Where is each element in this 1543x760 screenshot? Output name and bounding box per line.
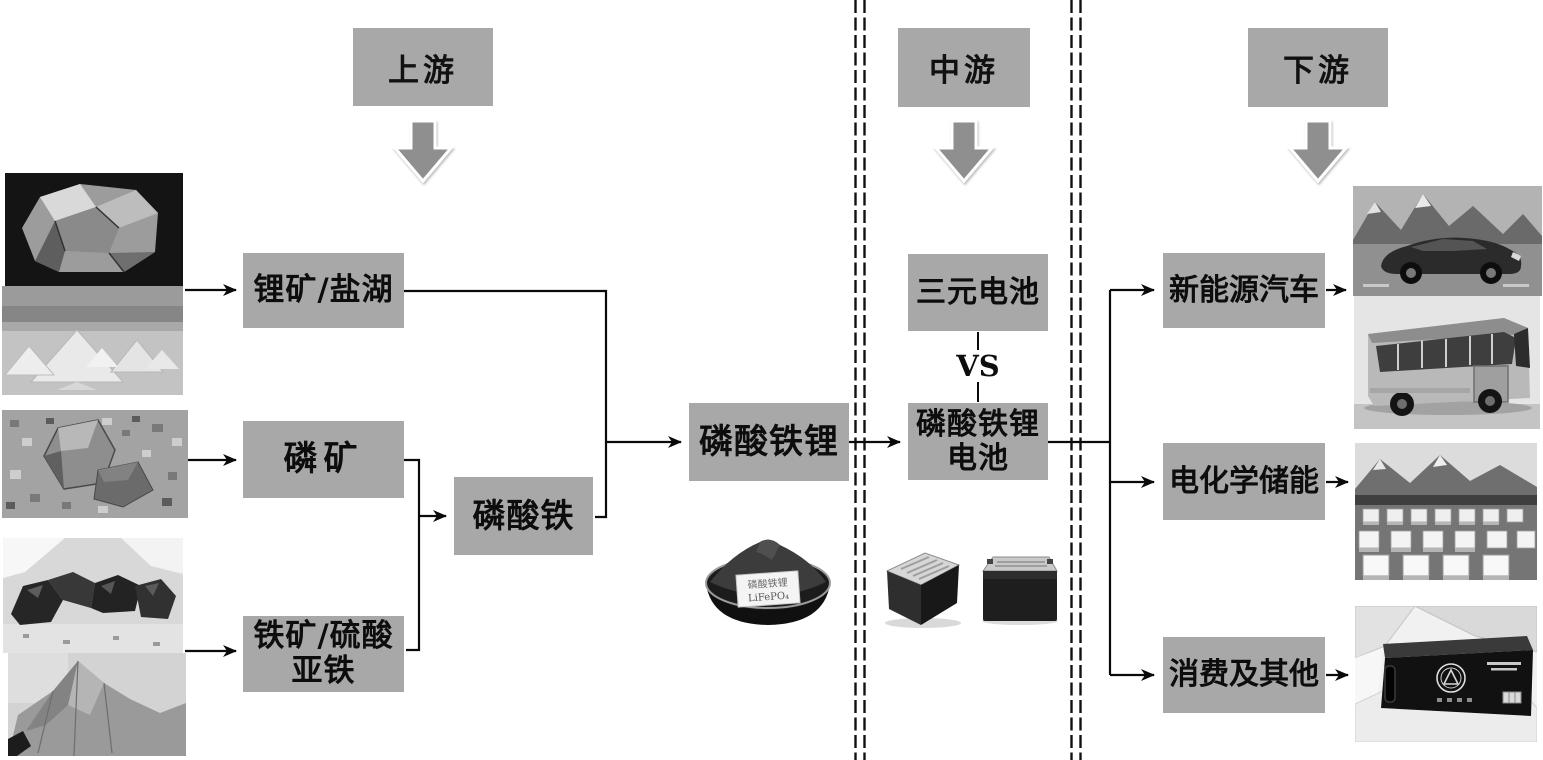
stage-arrow-upstream-icon (391, 119, 455, 184)
powder-label-line1: 磷酸铁锂 (747, 576, 788, 592)
photo-energy-storage-farm (1355, 443, 1537, 580)
node-lfp-battery-line2: 电池 (947, 440, 1009, 476)
photo-battery-pack-2 (977, 549, 1063, 626)
photo-iron-sulfate-mound (8, 653, 186, 756)
photo-lithium-ore (5, 173, 183, 286)
stage-arrow-downstream-icon (1286, 119, 1350, 184)
photo-phosphate-ore (2, 410, 188, 518)
photo-electric-bus (1354, 296, 1540, 429)
node-ternary-battery: 三元电池 (908, 254, 1048, 331)
node-consumer-other: 消费及其他 (1163, 637, 1325, 713)
node-lfp-battery-line1: 磷酸铁锂 (916, 406, 1040, 442)
stage-arrow-midstream-icon (932, 119, 996, 184)
node-phosphate-ore: 磷矿 (243, 421, 404, 498)
node-lithium-source: 锂矿/盐湖 (243, 253, 404, 328)
photo-lfp-powder-bowl: 磷酸铁锂 LiFePO₄ (692, 532, 845, 628)
stage-midstream: 中游 (898, 28, 1030, 107)
node-lfp-battery: 磷酸铁锂 电池 (908, 403, 1048, 480)
connector-ores-junction (404, 458, 421, 652)
powder-label-line2: LiFePO₄ (748, 591, 790, 605)
photo-salt-lake (2, 286, 183, 395)
photo-battery-product-box (1355, 606, 1537, 742)
photo-ev-car (1353, 186, 1542, 296)
stage-downstream: 下游 (1248, 28, 1388, 107)
node-iron-source: 铁矿/硫酸 亚铁 (243, 616, 404, 692)
node-electrochemical-storage: 电化学储能 (1163, 443, 1325, 520)
node-lfp: 磷酸铁锂 (689, 403, 849, 481)
node-nev: 新能源汽车 (1163, 253, 1325, 328)
divider-midstream-downstream (1070, 0, 1082, 760)
divider-upstream-midstream (854, 0, 866, 760)
label-versus: VS (956, 349, 1000, 383)
photo-battery-pack-1 (877, 545, 965, 629)
node-iron-source-line1: 铁矿/硫酸 (253, 618, 394, 655)
node-iron-source-line2: 亚铁 (291, 653, 356, 689)
photo-iron-ore (3, 538, 183, 653)
stage-upstream: 上游 (353, 28, 493, 106)
node-iron-phosphate: 磷酸铁 (454, 477, 593, 555)
